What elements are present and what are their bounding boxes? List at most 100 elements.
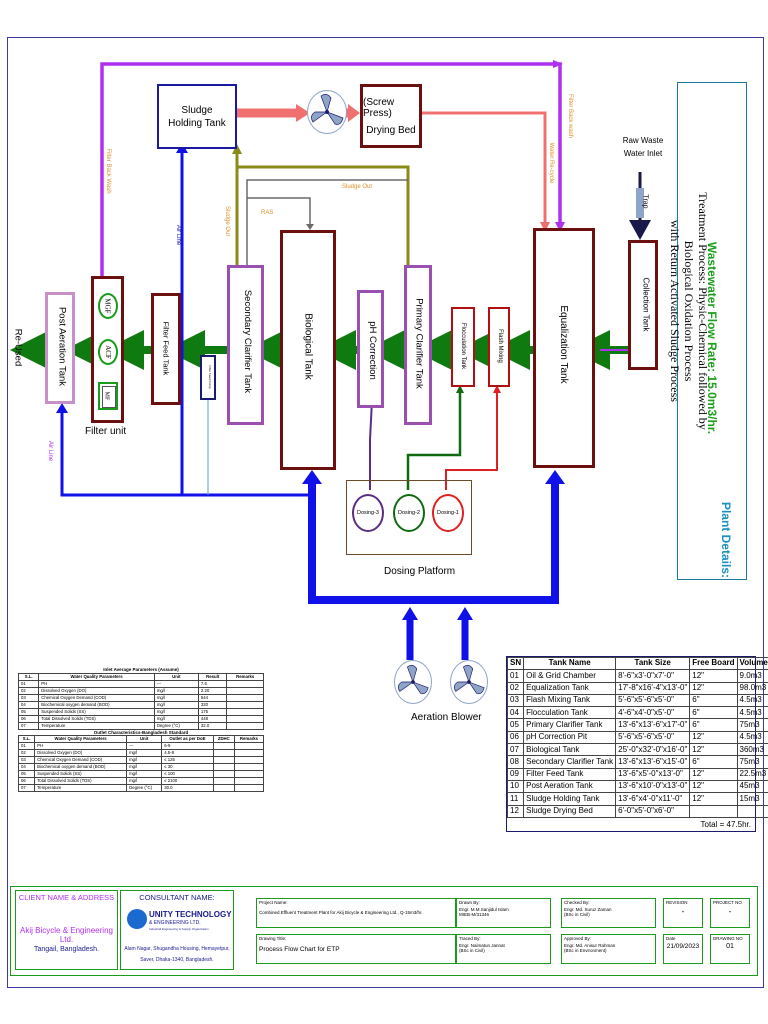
equalization-tank[interactable]: Equalization Tank (533, 228, 595, 468)
checked-by-label: Checked By: (564, 900, 590, 905)
inlet-table-cell: mg/l (153, 707, 199, 716)
outlet-table-cell: --- (126, 742, 163, 750)
ph-correction-label: pH Correction (367, 321, 378, 380)
tank-table-cell: Filter Feed Tank (523, 767, 617, 781)
secondary-clarifier-tank[interactable]: Secondary Clarifier Tank (227, 265, 264, 425)
mgf-label: MGF (104, 298, 112, 314)
outlet-table-cell (212, 770, 235, 778)
tank-table-cell: Post Aeration Tank (523, 779, 617, 794)
dosing-2-tank[interactable]: Dosing-2 (393, 494, 425, 532)
aeration-blower-2[interactable] (450, 660, 488, 704)
traced-by-name: Engr. Naimatun Jannat (459, 942, 505, 948)
approved-by-name: Engr. Md. Anisur Rahman (564, 942, 616, 948)
inlet-table-cell: --- (153, 679, 199, 688)
inlet-table-cell: 05 (17, 707, 40, 716)
inlet-table-cell: mg/l (153, 700, 199, 709)
plant-details-box (677, 82, 747, 580)
drying-bed[interactable]: (Screw Press) Drying Bed (360, 84, 422, 148)
outlet-table-cell: 01 (17, 742, 36, 750)
inlet-table-cell: 544 (197, 693, 228, 702)
sludge-holding-tank[interactable]: Sludge Holding Tank (157, 84, 237, 149)
tank-table-cell: Flocculation Tank (523, 706, 617, 720)
tank-table-cell: 6" (689, 693, 738, 708)
screw-press-fan[interactable] (307, 90, 347, 134)
inlet-table-cell: Suspended Solids (SS) (38, 707, 155, 716)
client-label: CLIENT NAME & ADDRESS (18, 893, 115, 902)
ph-correction-tank[interactable]: pH Correction (357, 290, 384, 408)
outlet-table-cell (233, 749, 265, 757)
biological-tank[interactable]: Biological Tank (280, 230, 336, 470)
air-line-main-label: Air Line (175, 224, 181, 246)
tank-table-cell: 4.5m3 (736, 693, 768, 708)
filter-backwash-line (100, 62, 562, 276)
outlet-table-header: ZDHC (212, 735, 235, 743)
outlet-table-header: Water Quality Parameters (34, 735, 128, 743)
inlet-table-header: Result (197, 672, 228, 681)
inlet-table-header: S.L. (17, 672, 40, 681)
dosing2-line (406, 390, 462, 490)
filter-unit[interactable]: MGF ACF MF (91, 276, 124, 423)
tank-table-cell: 17'-8"x16'-4"x13'-0" (615, 681, 691, 695)
drawing-title-label: Drawing Title: (259, 936, 287, 941)
tank-total-row: Total = 47.5hr. (507, 818, 755, 831)
filter-feed-pump-label: Filter Feed Pump (208, 365, 212, 389)
mf-label: MF (103, 391, 110, 401)
mgf-vessel[interactable]: MGF (98, 293, 118, 319)
aeration-blower-1[interactable] (394, 660, 432, 704)
collection-tank-label: Collection Tank (641, 277, 651, 332)
tank-table-cell: 03 (506, 693, 525, 708)
inlet-table-cell (226, 721, 264, 730)
mf-vessel[interactable]: MF (98, 382, 118, 410)
post-aeration-tank[interactable]: Post Aeration Tank (45, 292, 75, 404)
tank-table-cell: 6" (689, 706, 738, 720)
filter-feed-pump[interactable]: Filter Feed Pump (200, 355, 216, 400)
tank-table-cell: Flash Mixing Tank (523, 693, 617, 708)
outlet-table-cell: 07 (17, 784, 36, 792)
outlet-table-cell: ≤ 30 (161, 763, 214, 771)
filter-feed-tank[interactable]: Filter Feed Tank (151, 293, 181, 405)
flash-mixing-tank[interactable]: Flash Mixing (488, 307, 510, 387)
dosing-1-tank[interactable]: Dosing-1 (432, 494, 464, 532)
dosing-3-tank[interactable]: Dosing-3 (352, 494, 384, 532)
treatment-line-3: with Return Activated Sludge Process (668, 220, 682, 402)
collection-tank[interactable]: Collection Tank (628, 240, 658, 370)
outlet-table-cell: ≤ 100 (161, 770, 214, 778)
ras-pipe-top (246, 179, 408, 265)
consultant-addr-1: Alam Nagar, Shugandha Housing, Hemayetpu… (124, 946, 230, 952)
approved-by-degree: (BSc in Environment) (564, 948, 607, 953)
flocculation-tank[interactable]: Flocculation Tank (451, 307, 475, 387)
inlet-table-cell: 04 (17, 700, 40, 709)
outlet-table-title: Outlet Characteristics-Bangladesh Standa… (93, 729, 189, 735)
outlet-table-cell: Chemical Oxygen Demand (COD) (34, 756, 128, 764)
tank-table-cell: 01 (506, 669, 525, 683)
outlet-table-cell: 02 (17, 749, 36, 757)
outlet-table-cell: mg/l (126, 756, 163, 764)
water-inlet-label: Water Inlet (623, 149, 663, 158)
primary-clarifier-tank[interactable]: Primary Clarifier Tank (404, 265, 432, 425)
drawing-title-cell: Drawing Title: Process Flow Chart for ET… (256, 934, 456, 964)
inlet-table-cell: 175 (197, 707, 228, 716)
tank-table-cell: 12" (689, 767, 738, 781)
tank-table-cell: Sludge Holding Tank (523, 792, 617, 806)
outlet-table-cell: Degree (°C) (126, 784, 163, 792)
inlet-table-cell: 2.20 (197, 686, 228, 695)
checked-by-name: Engr. Md. Suruz Zaman (564, 906, 612, 912)
secondary-clarifier-label: Secondary Clarifier Tank (242, 289, 253, 394)
treatment-line-1: Treatment Process: Physic-Chemical follo… (696, 192, 710, 430)
tank-table-cell: 12 (506, 804, 525, 818)
checked-by-cell: Checked By: Engr. Md. Suruz Zaman (BSc i… (561, 898, 656, 928)
tank-table-cell: 09 (506, 767, 525, 781)
inlet-table-cell: 7.5 (197, 679, 228, 688)
outlet-table-header: Outlet as per DoE (161, 735, 214, 743)
acf-vessel[interactable]: ACF (98, 339, 118, 365)
tank-table-cell: 12" (689, 681, 738, 695)
dosing-1-label: Dosing-1 (436, 510, 459, 516)
filter-feed-tank-label: Filter Feed Tank (161, 321, 171, 376)
